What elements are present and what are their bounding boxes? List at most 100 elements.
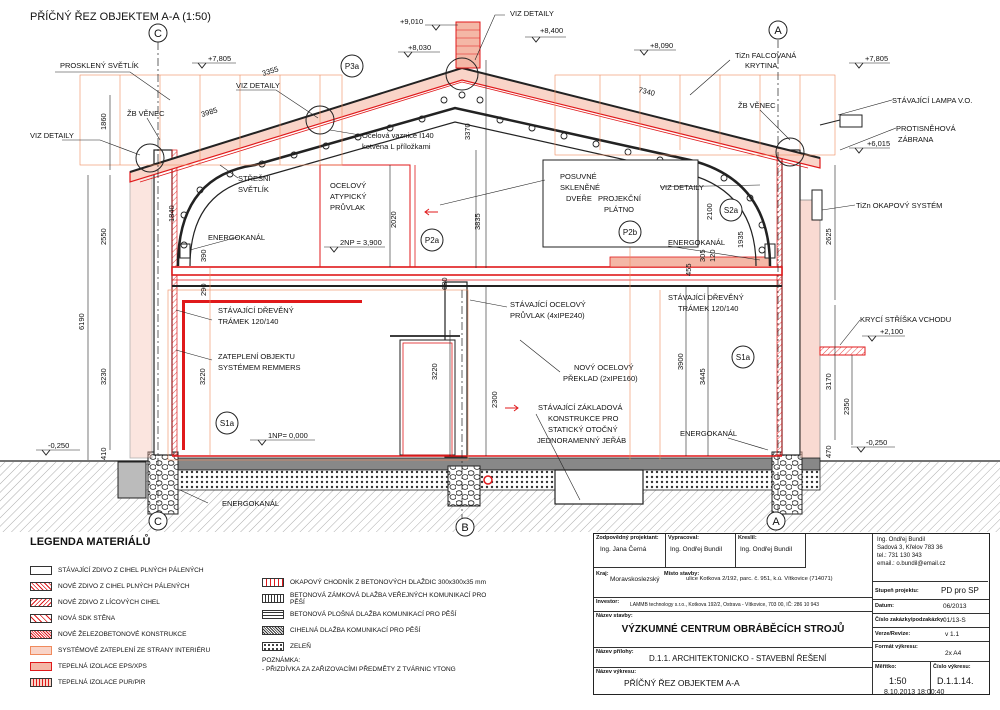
legend-item: BETONOVÁ ZÁMKOVÁ DLAŽBA VEŘEJNÝCH KOMUNI… [262, 592, 492, 606]
dim-1860: 1860 [99, 113, 108, 130]
floors [171, 243, 783, 457]
label-kryci: KRYCÍ STŘÍŠKA VCHODU [860, 315, 951, 324]
label-energo-3: ENERGOKANÁL [680, 429, 737, 438]
legend-item: TEPELNÁ IZOLACE EPS/XPS [30, 660, 250, 673]
level-9010: +9,010 [400, 17, 423, 26]
dim-3355: 3355 [261, 64, 280, 77]
dimension-lines [87, 60, 853, 460]
swatch-brick-paving [262, 626, 284, 635]
dim-410: 410 [99, 447, 108, 460]
level-6015: +6,015 [867, 139, 890, 148]
level-7805-right: +7,805 [865, 54, 888, 63]
axis-label-a-bottom: A [772, 516, 780, 528]
background-elevation [79, 74, 836, 461]
legend-list: STÁVAJÍCÍ ZDIVO Z CIHEL PLNÝCH PÁLENÝCH … [30, 564, 250, 692]
label-lampa: STÁVAJÍCÍ LAMPA V.O. [892, 96, 972, 105]
label-zb-venec-left: ŽB VĚNEC [127, 109, 165, 118]
legend-item: STÁVAJÍCÍ ZDIVO Z CIHEL PLNÝCH PÁLENÝCH [30, 564, 250, 577]
drawn-by: Ing. Ondřej Bundil [740, 546, 793, 553]
label-vaznice-1: Ocelová vaznice I140 [362, 131, 434, 140]
label-energo-1: ENERGOKANÁL [208, 233, 265, 242]
label-ocel-3: PRŮVLAK [330, 203, 365, 212]
project-name: VÝZKUMNÉ CENTRUM OBRÁBĚCÍCH STROJŮ [621, 624, 845, 635]
label-proskleny: PROSKLENÝ SVĚTLÍK [60, 61, 139, 70]
legend-note: POZNÁMKA: - PŘIZDÍVKA ZA ZAŘIZOVACÍMI PŘ… [262, 657, 456, 673]
dim-2550: 2550 [99, 228, 108, 245]
dim-3445: 3445 [698, 368, 707, 385]
tag-p3a: P3a [345, 62, 360, 71]
dim-305: 305 [698, 249, 707, 262]
label-energo-2: ENERGOKANÁL [668, 238, 725, 247]
drawing-name: PŘÍČNÝ ŘEZ OBJEKTEM A-A [624, 678, 740, 688]
label-jerab-2: KONSTRUKCE PRO [548, 414, 619, 423]
materials-legend: LEGENDA MATERIÁLŮ STÁVAJÍCÍ ZDIVO Z CIHE… [30, 536, 590, 696]
label-zatep-2: SYSTÉMEM REMMERS [218, 363, 301, 372]
print-timestamp: 8.10.2013 18:00:40 [884, 689, 945, 696]
dim-3370: 3370 [463, 123, 472, 140]
legend-item: NOVÁ SDK STĚNA [30, 612, 250, 625]
swatch-pavement-tiles [262, 578, 284, 587]
order-number: 01/13-S [943, 617, 966, 624]
dim-2020: 2020 [389, 211, 398, 228]
dim-2350: 2350 [842, 398, 851, 415]
label-zatep-1: ZATEPLENÍ OBJEKTU [218, 352, 295, 361]
walls [129, 149, 821, 459]
swatch-face-brick [30, 598, 52, 607]
level-8400: +8,400 [540, 26, 563, 35]
viz-detaily-top: VIZ DETAILY [510, 9, 554, 18]
dim-2300: 2300 [490, 391, 499, 408]
drawing-number: D.1.1.14. [937, 676, 974, 686]
tag-s2a: S2a [724, 206, 739, 215]
legend-item: OKAPOVÝ CHODNÍK Z BETONOVÝCH DLAŽDIC 300… [262, 576, 492, 589]
tag-s1a-left: S1a [220, 419, 235, 428]
dim-1935: 1935 [736, 231, 745, 248]
dim-3900: 3900 [676, 353, 685, 370]
page-title: PŘÍČNÝ ŘEZ OBJEKTEM A-A (1:50) [30, 10, 211, 23]
label-tizn-1: TiZn FALCOVANÁ [735, 51, 796, 60]
drawing-format: 2x A4 [945, 650, 962, 657]
label-posuvne-2: SKLENĚNÉ [560, 183, 600, 192]
legend-item: ZELEŇ [262, 640, 492, 653]
responsible-designer: Ing. Jana Černá [600, 546, 647, 553]
legend-item: TEPELNÁ IZOLACE PUR/PIR [30, 676, 250, 689]
axis-markers: C C B A A [148, 20, 788, 537]
label-pruvlak-1: STÁVAJÍCÍ OCELOVÝ [510, 300, 586, 309]
label-jerab-1: STÁVAJÍCÍ ZÁKLADOVÁ [538, 403, 622, 412]
label-projek-2: PLÁTNO [604, 205, 634, 214]
prepared-by: Ing. Ondřej Bundil [670, 546, 723, 553]
region: Moravskoslezský [610, 576, 660, 583]
investor: LAMMB technology s.r.o., Kotkova 192/2, … [630, 602, 819, 608]
dim-290: 290 [199, 283, 208, 296]
axis-label-b-bottom: B [461, 522, 468, 534]
site-location: ulice Kotkova 2/192, parc. č. 951, k.ú. … [686, 576, 833, 582]
label-snih-2: ZÁBRANA [898, 135, 933, 144]
label-energo-4: ENERGOKANÁL [222, 499, 279, 508]
title-block: Zodpovědný projektant: Ing. Jana Černá V… [593, 533, 990, 695]
dim-680: 680 [440, 277, 449, 290]
scale: 1:50 [889, 676, 907, 686]
label-jerab-3: STATICKÝ OTOČNÝ [548, 425, 618, 434]
legend-item: NOVÉ ŽELEZOBETONOVÉ KONSTRUKCE [30, 628, 250, 641]
annotations: VIZ DETAILY VIZ DETAILY VIZ DETAILY VIZ … [30, 9, 972, 508]
dim-390: 390 [199, 249, 208, 262]
dim-3230: 3230 [99, 368, 108, 385]
swatch-greenery [262, 642, 284, 651]
viz-detaily-right: VIZ DETAILY [660, 183, 704, 192]
label-stresni-1: STŘEŠNÍ [238, 174, 271, 183]
label-stresni-2: SVĚTLÍK [238, 185, 269, 194]
label-okap: TiZn OKAPOVÝ SYSTÉM [856, 201, 942, 210]
dim-3170: 3170 [824, 373, 833, 390]
dim-455: 455 [684, 263, 693, 276]
dim-2100: 2100 [705, 203, 714, 220]
legend-list-paving: OKAPOVÝ CHODNÍK Z BETONOVÝCH DLAŽDIC 300… [262, 576, 492, 656]
swatch-pur-pir [30, 678, 52, 687]
label-zb-venec-right: ŽB VĚNEC [738, 101, 776, 110]
label-projek-1: PROJEKČNÍ [598, 194, 642, 203]
level-7805-left: +7,805 [208, 54, 231, 63]
dim-2625: 2625 [824, 228, 833, 245]
entrance-canopy [819, 346, 866, 356]
dim-7340: 7340 [638, 85, 656, 98]
swatch-interior-insulation [30, 646, 52, 655]
label-pruvlak-2: PRŮVLAK (4xIPE240) [510, 311, 585, 320]
